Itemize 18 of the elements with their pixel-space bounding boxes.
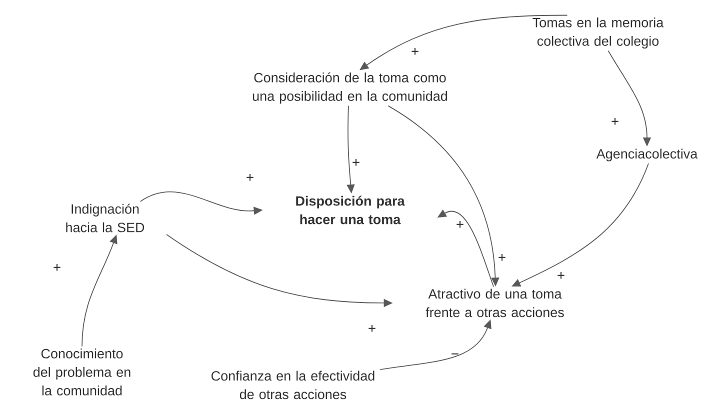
polarity-sign: +: [352, 158, 360, 166]
polarity-sign: +: [498, 254, 506, 261]
variable-label: Conocimiento del problema en la comunidad: [33, 348, 130, 396]
variable-label: Tomas en la memoria colectiva del colegio: [532, 17, 664, 49]
polarity-sign: +: [54, 264, 60, 271]
variable-label: Disposición para hacer una toma: [296, 196, 405, 224]
variable-label: Confianza en la efectividad de otras acciones: [212, 370, 374, 400]
polarity-sign: +: [412, 48, 418, 55]
variable-label: Agenciacolectiva: [596, 148, 698, 162]
polarity-sign: +: [246, 174, 254, 181]
variable-label: Indignación hacia la SED: [66, 204, 144, 232]
polarity-sign: +: [368, 324, 376, 332]
variable-label: Atractivo de una toma frente a otras acciones: [426, 288, 564, 318]
polarity-sign: +: [558, 272, 564, 279]
variable-label: Consideración de la toma como una posibilidad en la comunidad: [252, 72, 448, 104]
polarity-sign: −: [452, 353, 458, 354]
polarity-sign: +: [456, 220, 464, 228]
polarity-sign: +: [612, 118, 618, 125]
